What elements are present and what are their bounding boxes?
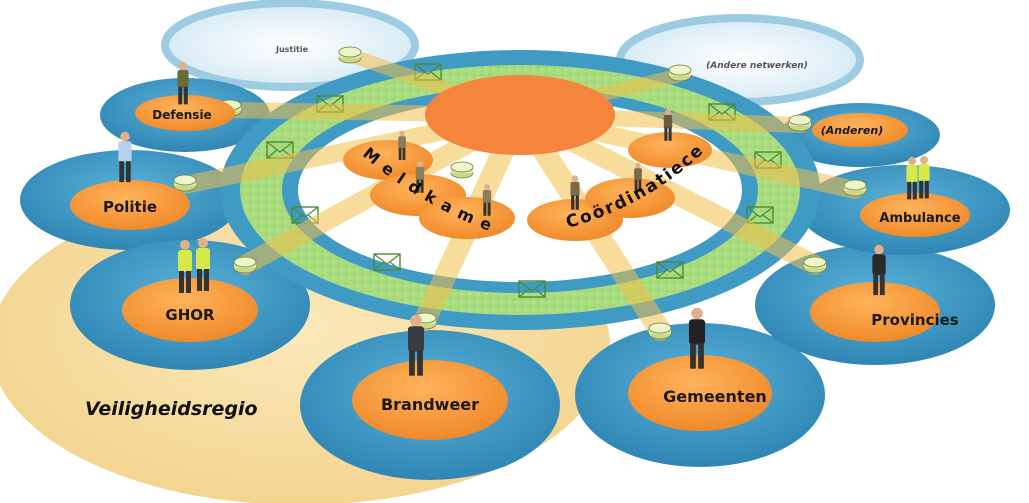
inner-centres [343,132,712,241]
label-gemeenten: Gemeenten [663,387,767,406]
node-orange-discs [70,95,970,440]
label-ghor: GHOR [165,306,215,324]
label-brandweer: Brandweer [381,395,479,414]
central-hub[interactable] [425,75,615,155]
label-justitie: Justitie [275,45,309,54]
label-anderen: (Anderen) [821,124,883,137]
label-politie: Politie [103,198,157,216]
label-ambulance: Ambulance [879,211,960,226]
label-veiligheidsregio: Veiligheidsregio [85,398,258,420]
label-defensie: Defensie [152,108,211,122]
node-justitie[interactable] [161,0,419,91]
label-provincies: Provincies [871,311,959,329]
label-andere-netwerken: (Andere netwerken) [706,61,808,71]
